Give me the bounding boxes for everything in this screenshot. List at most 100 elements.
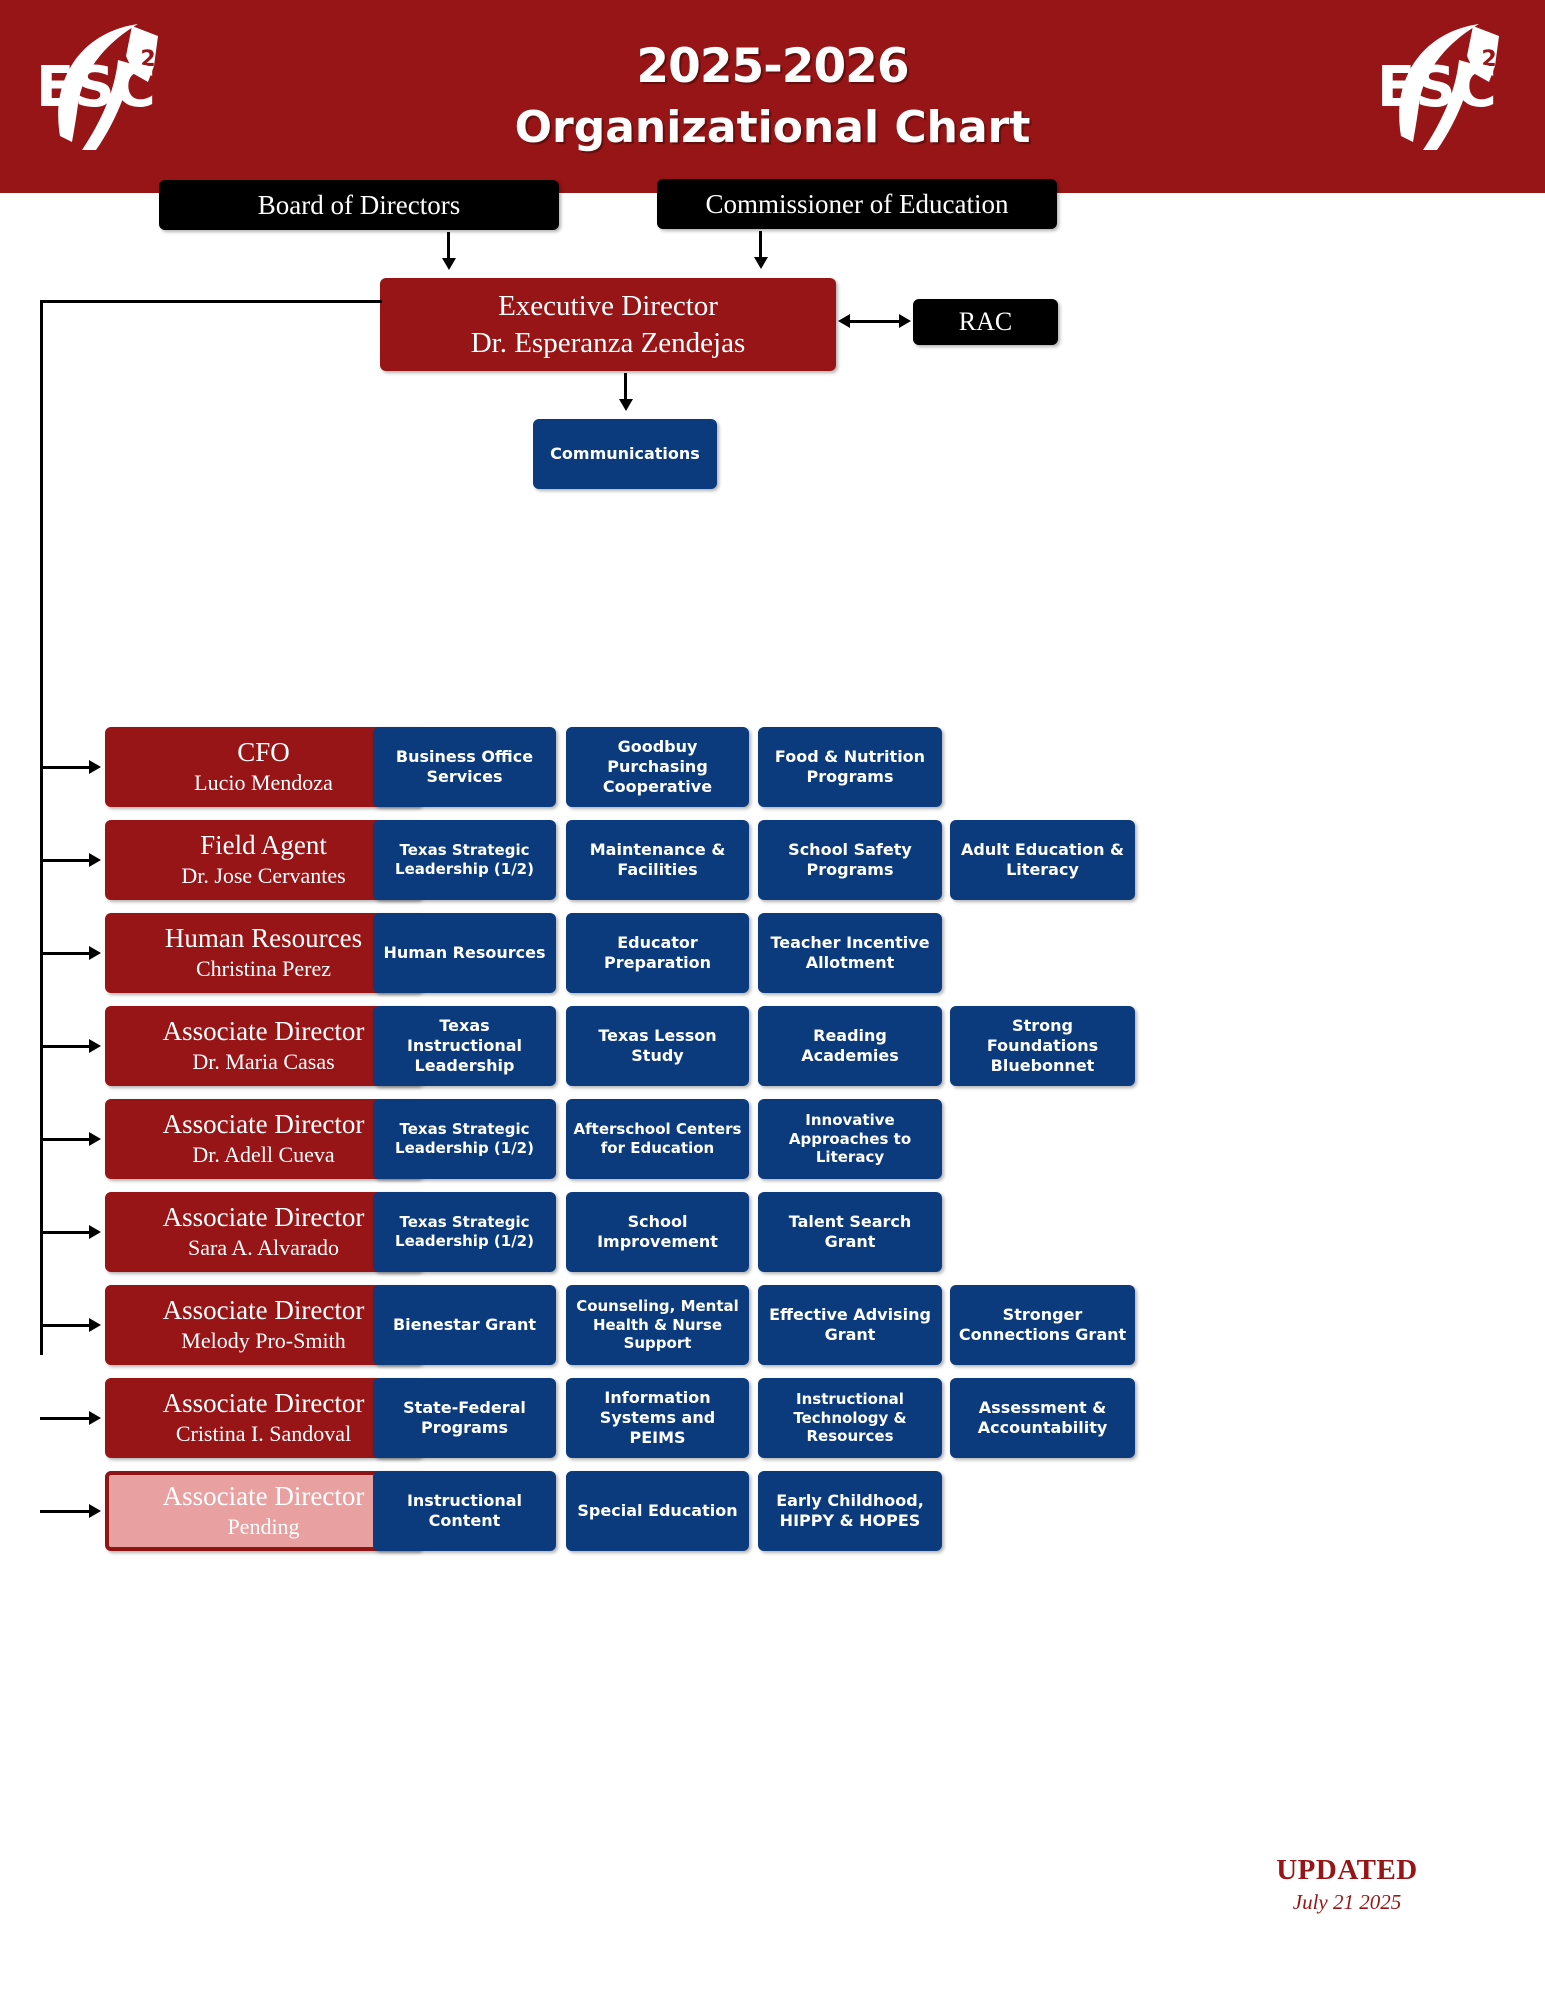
page-header: 2 ESC 2025-2026 Organizational Chart 2 E… [0,0,1545,193]
role-person-name: Pending [227,1514,300,1540]
role-title: Associate Director [162,1016,365,1047]
program-box[interactable]: Business Office Services [373,727,556,807]
program-box[interactable]: Effective Advising Grant [758,1285,942,1365]
svg-text:ESC: ESC [1377,55,1497,120]
program-box[interactable]: Assessment & Accountability [950,1378,1135,1458]
program-box[interactable]: Texas Strategic Leadership (1/2) [373,1192,556,1272]
arrow-spine-to-role-icon [89,946,101,960]
program-box[interactable]: Goodbuy Purchasing Cooperative [566,727,749,807]
arrow-spine-to-role-icon [89,853,101,867]
updated-label: UPDATED [1276,1854,1418,1886]
role-person-name: Sara A. Alvarado [188,1235,339,1261]
arrow-board-to-exec-icon [442,258,456,270]
connector-spine-to-role [40,1324,93,1327]
role-person-name: Melody Pro-Smith [181,1328,346,1354]
arrow-spine-to-role-icon [89,1411,101,1425]
arrow-spine-to-role-icon [89,1318,101,1332]
program-box[interactable]: Special Education [566,1471,749,1551]
rac-box[interactable]: RAC [913,299,1058,345]
connector-spine-to-role [40,1510,93,1513]
program-box[interactable]: Teacher Incentive Allotment [758,913,942,993]
connector-spine-to-role [40,859,93,862]
program-box[interactable]: Bienestar Grant [373,1285,556,1365]
connector-spine-to-role [40,1138,93,1141]
svg-text:2: 2 [140,47,155,72]
connector-exec-to-spine [40,300,382,303]
executive-director-title: Executive Director [498,290,718,323]
program-box[interactable]: Innovative Approaches to Literacy [758,1099,942,1179]
program-box[interactable]: School Safety Programs [758,820,942,900]
role-person-name: Dr. Maria Casas [192,1049,335,1075]
arrow-exec-to-rac-icon [899,314,911,328]
connector-exec-to-rac [849,320,905,323]
program-box[interactable]: Strong Foundations Bluebonnet [950,1006,1135,1086]
commissioner-of-education-box[interactable]: Commissioner of Education [657,179,1057,229]
role-person-name: Dr. Jose Cervantes [181,863,346,889]
connector-board-to-exec [447,232,450,260]
program-box[interactable]: Human Resources [373,913,556,993]
program-box[interactable]: School Improvement [566,1192,749,1272]
esc-logo-left: 2 ESC [22,8,182,158]
page-title: Organizational Chart [514,102,1031,153]
arrow-exec-to-communications-icon [619,399,633,411]
program-box[interactable]: Texas Strategic Leadership (1/2) [373,820,556,900]
arrow-spine-to-role-icon [89,1225,101,1239]
role-title: Associate Director [162,1481,365,1512]
role-person-name: Dr. Adell Cueva [192,1142,335,1168]
connector-spine-to-role [40,952,93,955]
role-title: Associate Director [162,1202,365,1233]
role-title: CFO [237,737,290,768]
role-title: Associate Director [162,1295,365,1326]
program-box[interactable]: Instructional Content [373,1471,556,1551]
program-box[interactable]: Maintenance & Facilities [566,820,749,900]
program-box[interactable]: Texas Lesson Study [566,1006,749,1086]
arrow-rac-to-exec-icon [838,314,850,328]
arrow-spine-to-role-icon [89,760,101,774]
program-box[interactable]: Stronger Connections Grant [950,1285,1135,1365]
role-title: Human Resources [164,923,363,954]
connector-spine-to-role [40,1417,93,1420]
connector-commissioner-to-exec [759,231,762,259]
program-box[interactable]: Texas Instructional Leadership [373,1006,556,1086]
arrow-spine-to-role-icon [89,1504,101,1518]
program-box[interactable]: Afterschool Centers for Education [566,1099,749,1179]
connector-spine-to-role [40,1231,93,1234]
arrow-commissioner-to-exec-icon [754,257,768,269]
program-box[interactable]: State-Federal Programs [373,1378,556,1458]
program-box[interactable]: Counseling, Mental Health & Nurse Suppor… [566,1285,749,1365]
svg-text:2: 2 [1481,47,1496,72]
program-box[interactable]: Food & Nutrition Programs [758,727,942,807]
executive-director-box[interactable]: Executive Director Dr. Esperanza Zendeja… [380,278,836,371]
connector-spine-vertical [40,300,43,1355]
program-box[interactable]: Instructional Technology & Resources [758,1378,942,1458]
program-box[interactable]: Educator Preparation [566,913,749,993]
program-box[interactable]: Texas Strategic Leadership (1/2) [373,1099,556,1179]
communications-box[interactable]: Communications [533,419,717,489]
role-title: Field Agent [200,830,327,861]
arrow-spine-to-role-icon [89,1132,101,1146]
connector-exec-to-communications [624,373,627,401]
connector-spine-to-role [40,1045,93,1048]
program-box[interactable]: Early Childhood, HIPPY & HOPES [758,1471,942,1551]
role-title: Associate Director [162,1388,365,1419]
program-box[interactable]: Information Systems and PEIMS [566,1378,749,1458]
board-of-directors-box[interactable]: Board of Directors [159,180,559,230]
esc-logo-right: 2 ESC [1363,8,1523,158]
program-box[interactable]: Talent Search Grant [758,1192,942,1272]
role-person-name: Cristina I. Sandoval [175,1421,352,1447]
footer: UPDATED July 21 2025 [1197,1854,1497,1914]
program-box[interactable]: Adult Education & Literacy [950,820,1135,900]
updated-date: July 21 2025 [1292,1889,1402,1914]
program-box[interactable]: Reading Academies [758,1006,942,1086]
